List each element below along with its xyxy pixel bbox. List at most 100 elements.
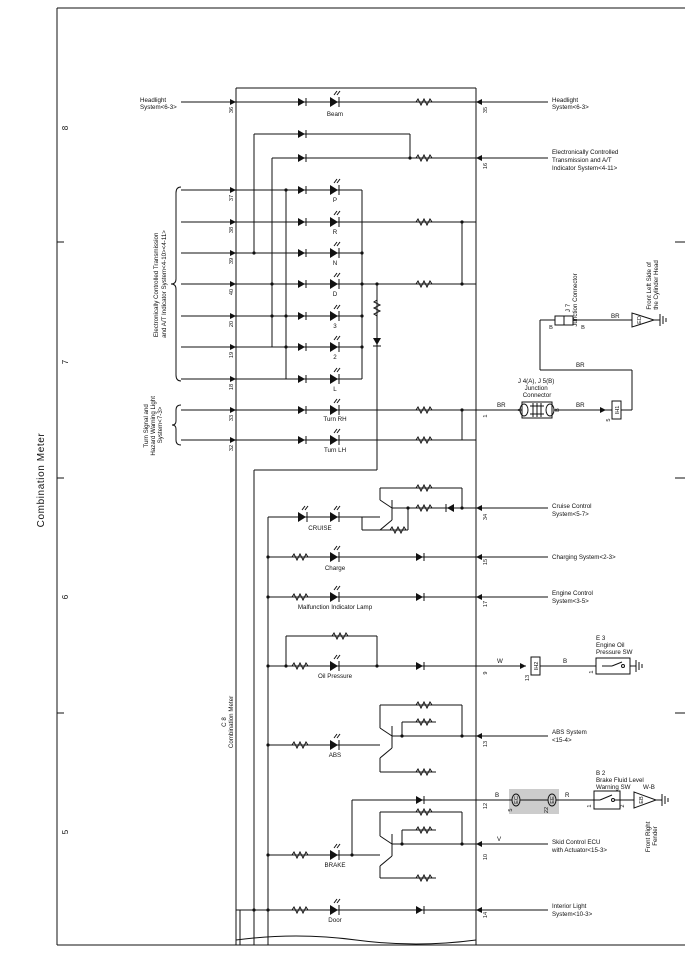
combination-meter-box: C 8 Combination Meter (221, 87, 477, 945)
brake-fluid-switch-b2: 1 2 B 2 Brake Fluid Level Warning SW (587, 770, 646, 810)
meter-internal-wiring (236, 101, 476, 945)
grid-number: 8 (61, 125, 70, 130)
left-connector-turn: Turn Signal and Hazard Warning Light Sys… (143, 394, 164, 455)
connector-ec-ee: EC EE 5 22 (476, 789, 594, 814)
svg-text:IH1: IH1 (615, 406, 621, 415)
svg-text:BR: BR (576, 402, 585, 409)
grid-number: 6 (61, 594, 70, 599)
left-pin-numbers: 36 37 38 39 40 20 19 18 33 32 (229, 107, 235, 451)
right-connector-headlight: Headlight System<6-3> (552, 97, 589, 111)
right-connector-charging: Charging System<2-3> (552, 554, 616, 561)
right-connector-interior: Interior Light System<10-3> (552, 903, 593, 918)
lamp-label-turn-lh: Turn LH (324, 447, 346, 454)
svg-text:2: 2 (620, 804, 626, 807)
lamp-label-mil: Malfunction Indicator Lamp (298, 604, 373, 611)
lamp-label-r: R (333, 229, 338, 236)
svg-text:IH2: IH2 (534, 662, 540, 671)
svg-text:5: 5 (508, 808, 514, 811)
svg-text:18: 18 (229, 384, 235, 390)
svg-text:Junction Connector: Junction Connector (572, 273, 579, 326)
svg-text:37: 37 (229, 195, 235, 201)
grid-number: 5 (61, 829, 70, 834)
svg-text:35: 35 (483, 107, 489, 113)
ground-eb: EB Front Right Fender (633, 791, 669, 852)
svg-text:38: 38 (229, 227, 235, 233)
svg-text:BR: BR (611, 313, 620, 320)
svg-text:33: 33 (229, 415, 235, 421)
lamp-label-oil: Oil Pressure (318, 673, 353, 680)
lamp-label-cruise: CRUISE (308, 525, 331, 532)
lamp-labels: Beam P R N D 3 2 L Turn RH Turn LH CRUIS… (298, 111, 373, 924)
lamp-label-3: 3 (333, 323, 337, 330)
lamp-label-turn-rh: Turn RH (323, 416, 346, 423)
svg-text:14: 14 (483, 912, 489, 918)
svg-text:16: 16 (483, 163, 489, 169)
meter-label: C 8 (221, 717, 228, 727)
svg-text:15: 15 (483, 559, 489, 565)
right-connector-abs: ABS System <15-4> (552, 729, 588, 744)
svg-text:A: A (517, 408, 523, 412)
lamp-label-d: D (333, 291, 338, 298)
svg-text:EC: EC (514, 796, 520, 804)
svg-text:1: 1 (589, 670, 595, 673)
left-connector-headlight: Headlight System<6-3> (140, 97, 177, 111)
left-braces (170, 186, 182, 446)
left-feed-lines (181, 99, 236, 443)
page-frame (56, 7, 685, 946)
right-connector-ect: Electronically Controlled Transmission a… (552, 149, 620, 172)
svg-text:32: 32 (229, 445, 235, 451)
connector-ih1: IH1 5 (600, 400, 632, 422)
svg-text:B: B (581, 325, 585, 331)
b2-label: B 2 Brake Fluid Level Warning SW (596, 770, 646, 791)
svg-text:1: 1 (587, 804, 593, 807)
svg-text:ED: ED (637, 316, 643, 324)
diodes (298, 98, 454, 914)
svg-text:13: 13 (525, 675, 531, 681)
junction-connector-j4-j5: J 4(A), J 5(B) Junction Connector A B (476, 378, 606, 419)
ground-ed-label: Front Left Side of the Cylinder Head (646, 260, 660, 310)
svg-text:5: 5 (606, 418, 612, 421)
svg-text:9: 9 (483, 671, 489, 674)
svg-text:B: B (495, 792, 499, 799)
svg-text:20: 20 (229, 321, 235, 327)
svg-text:W-B: W-B (643, 784, 655, 791)
lamp-label-charge: Charge (325, 565, 346, 572)
svg-text:22: 22 (544, 807, 550, 813)
lamp-label-2: 2 (333, 354, 337, 361)
lamp-label-beam: Beam (327, 111, 343, 118)
right-connector-engine: Engine Control System<3-5> (552, 590, 595, 605)
svg-text:R: R (565, 792, 570, 799)
svg-text:40: 40 (229, 289, 235, 295)
svg-text:17: 17 (483, 601, 489, 607)
svg-text:13: 13 (483, 741, 489, 747)
lamp-label-l: L (333, 386, 337, 393)
svg-text:EE: EE (550, 796, 556, 804)
lamp-label-brake: BRAKE (325, 862, 346, 869)
e3-label: E 3 Engine Oil Pressure SW (596, 635, 633, 656)
svg-text:BR: BR (576, 362, 585, 369)
j4-j5-label: J 4(A), J 5(B) Junction Connector (518, 378, 556, 399)
junction-connector-j7: J 7 Junction Connector B B (539, 273, 633, 410)
right-connector-cruise: Cruise Control System<5-7> (552, 503, 593, 518)
right-connector-skid: Skid Control ECU with Actuator<15-3> (551, 839, 607, 854)
svg-text:J 7: J 7 (565, 303, 572, 312)
lamp-label-door: Door (328, 917, 341, 924)
side-title: Combination Meter (36, 433, 47, 528)
svg-text:1: 1 (483, 414, 489, 417)
left-connector-ect: Electronically Controlled Transmission a… (153, 230, 168, 338)
lamp-label-abs: ABS (329, 752, 341, 759)
connector-ih2: IH2 13 (476, 656, 596, 681)
svg-text:34: 34 (483, 514, 489, 520)
lamp-label-p: P (333, 197, 337, 204)
ground-ed: ED Front Left Side of the Cylinder Head (631, 260, 667, 328)
meter-label: Combination Meter (228, 696, 235, 748)
svg-text:W: W (497, 658, 503, 665)
grid-number: 7 (61, 359, 70, 364)
svg-text:36: 36 (229, 107, 235, 113)
wire-color-labels: BR BR BR BR W B B R W-B V (495, 313, 655, 843)
svg-text:B: B (563, 658, 567, 665)
svg-text:V: V (497, 836, 502, 843)
svg-text:B: B (549, 325, 553, 331)
right-pin-numbers: 35 16 1 34 15 17 9 13 12 10 14 (483, 107, 489, 918)
